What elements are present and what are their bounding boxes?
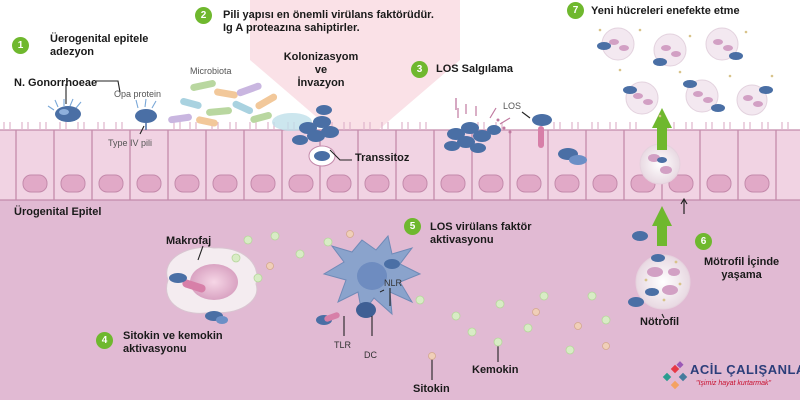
epithelium-label: Ürogenital Epitel [14,206,102,218]
step-4-line1: Sitokin ve kemokin [123,330,223,342]
step-4-badge: 4 [96,332,113,349]
colonization-label: Kolonizasyom ve İnvazyon [276,51,366,91]
step-7-badge: 7 [567,2,584,19]
pointer-lines [65,80,665,380]
colonizing-bacteria [292,105,339,145]
cytokine-chemokine-dots [231,230,611,360]
background-chevron [250,0,460,150]
type-iv-pili-label: Type IV pili [108,138,153,148]
step-6-badge: 6 [695,233,712,250]
step-5-line2: aktivasyonu [430,234,494,247]
step-6-line2: yaşama [721,269,762,282]
step-3-badge: 3 [411,61,428,78]
step-6-label: Mötrofil İçinde yaşama [704,256,779,282]
transcytosis-vesicle [308,145,336,167]
colonization-line3: İnvazyon [297,77,345,90]
type-iv-pili-bacterium [135,98,157,130]
logo-title: ACİL ÇALIŞANLARI [690,362,800,377]
chemokine-label: Kemokin [472,364,519,376]
macrophage-label: Makrofaj [166,235,212,247]
step-7-label: Yeni hücreleri enefekte etme [591,5,740,17]
step-2-label: Pili yapısı en önemli virülans faktörüdü… [223,9,434,35]
upward-arrows [652,108,672,246]
neutrophil [635,254,691,310]
tlr-label: TLR [334,340,352,350]
cytokine-label: Sitokin [413,383,450,395]
transcytosis-label: Transsitoz [355,152,410,164]
los-secreting-bacteria [444,98,552,153]
step-1-line1: Üerogenital epitele [50,33,149,45]
dc-label: DC [364,350,377,360]
step-1-label: Üerogenital epitele adezyon [50,33,148,59]
step-5-label: LOS virülans faktör aktivasyonu [430,221,531,247]
nlr-label: NLR [384,278,403,288]
acil-calisanlari-logo[interactable]: ACİL ÇALIŞANLARI "Işimiz hayat kurtarmak… [662,358,800,396]
step-1-badge: 1 [12,37,29,54]
colonization-line2: ve [314,64,328,77]
migrating-bacteria [628,231,648,307]
step-5-badge: 5 [404,218,421,235]
step-5-line1: LOS virülans faktör [430,221,532,233]
neutrophil-label: Nötrofil [640,316,680,328]
infected-cell-cluster [597,27,774,118]
step-1-line2: adezyon [50,46,95,59]
logo-subtitle: "Işimiz hayat kurtarmak" [696,380,771,387]
microbiota-rods [168,80,312,131]
microbiota-label: Microbiota [190,66,232,76]
step-4-label: Sitokin ve kemokin aktivasyonu [123,330,223,356]
step-4-line2: aktivasyonu [123,343,187,356]
los-label: LOS [503,101,522,111]
step-3-label: LOS Salgılama [436,63,514,75]
step-2-line1: Pili yapısı en önemli virülans faktörüdü… [223,9,434,21]
dendritic-cell [316,234,422,325]
adhering-bacterium [47,98,82,122]
macrophage [166,246,258,324]
colonization-line1: Kolonizasyom [283,51,359,63]
gonorrhoeae-label: N. Gonorrhoeae [14,77,98,89]
step-2-line2: Ig A proteazına sahiptirler. [223,22,360,35]
opa-protein-label: Opa protein [114,89,162,99]
step-6-line1: Mötrofil İçinde [704,256,780,268]
step-2-badge: 2 [195,7,212,24]
